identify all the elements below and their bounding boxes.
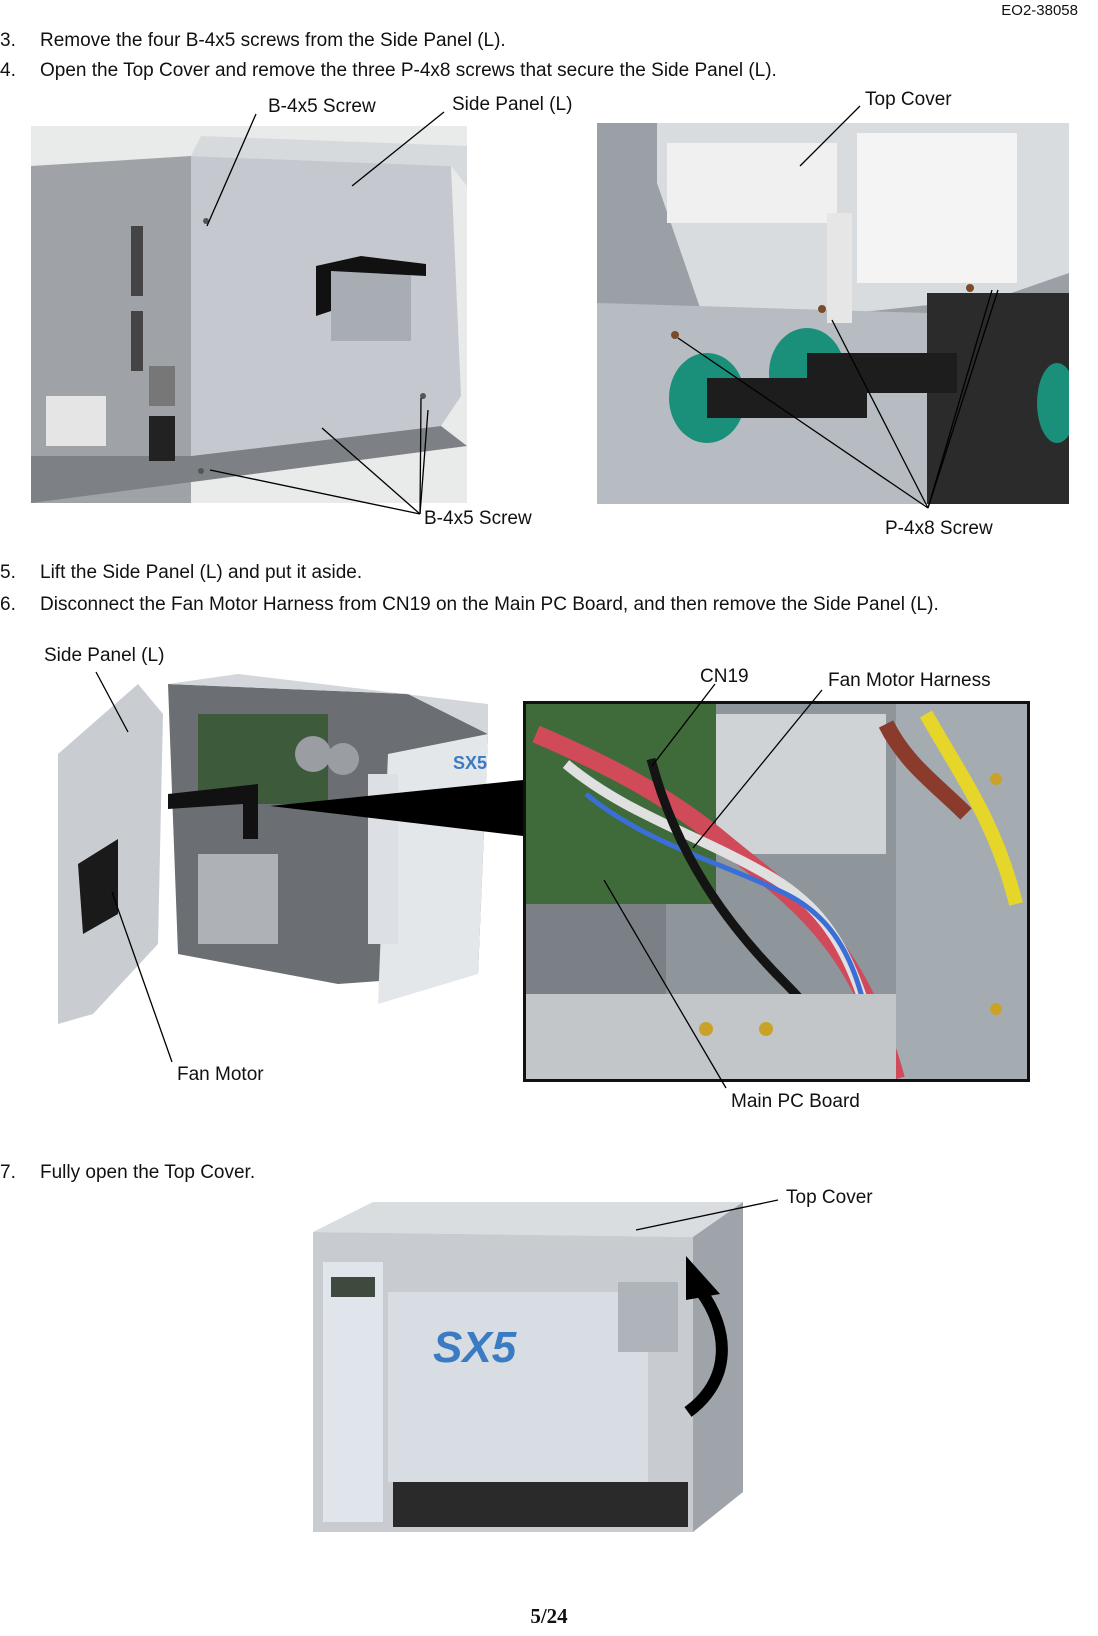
label-p4x8-screw: P-4x8 Screw — [885, 518, 993, 539]
step-number: 4. — [0, 60, 16, 81]
label-top-cover-2: Top Cover — [786, 1187, 873, 1208]
photo-printer-rear-side — [31, 126, 467, 503]
label-b4x5-screw-bottom: B-4x5 Screw — [424, 508, 532, 529]
step-number: 7. — [0, 1162, 16, 1183]
label-fan-motor-harness: Fan Motor Harness — [828, 670, 991, 691]
printer-logo: SX5 — [433, 1323, 517, 1372]
step-number: 6. — [0, 594, 16, 615]
step-text: Remove the four B-4x5 screws from the Si… — [40, 30, 506, 51]
photo-main-pc-board — [523, 701, 1030, 1082]
step-number: 5. — [0, 562, 16, 583]
step-6: 6. Disconnect the Fan Motor Harness from … — [0, 594, 939, 616]
step-number: 3. — [0, 30, 16, 51]
label-side-panel-2: Side Panel (L) — [44, 645, 165, 666]
label-top-cover-1: Top Cover — [865, 89, 952, 110]
step-5: 5. Lift the Side Panel (L) and put it asi… — [0, 562, 362, 584]
step-7: 7. Fully open the Top Cover. — [0, 1162, 255, 1184]
label-cn19: CN19 — [700, 666, 749, 687]
photo-top-cover-open — [597, 123, 1069, 504]
document-id: EO2-38058 — [1001, 2, 1078, 19]
step-4: 4. Open the Top Cover and remove the thre… — [0, 60, 777, 82]
step-text: Open the Top Cover and remove the three … — [40, 60, 777, 81]
page-number: 5/24 — [530, 1604, 568, 1628]
photo-printer-front: SX5 — [273, 1192, 765, 1560]
label-side-panel-top: Side Panel (L) — [452, 94, 573, 115]
printer-logo: SX5 — [453, 753, 487, 773]
label-main-pc-board: Main PC Board — [731, 1091, 860, 1112]
step-text: Disconnect the Fan Motor Harness from CN… — [40, 594, 939, 615]
label-b4x5-screw-top: B-4x5 Screw — [268, 96, 376, 117]
step-3: 3. Remove the four B-4x5 screws from the … — [0, 30, 506, 52]
step-text: Fully open the Top Cover. — [40, 1162, 256, 1183]
step-text: Lift the Side Panel (L) and put it aside… — [40, 562, 363, 583]
label-fan-motor: Fan Motor — [177, 1064, 264, 1085]
photo-side-panel-removed: SX5 — [58, 674, 513, 1032]
